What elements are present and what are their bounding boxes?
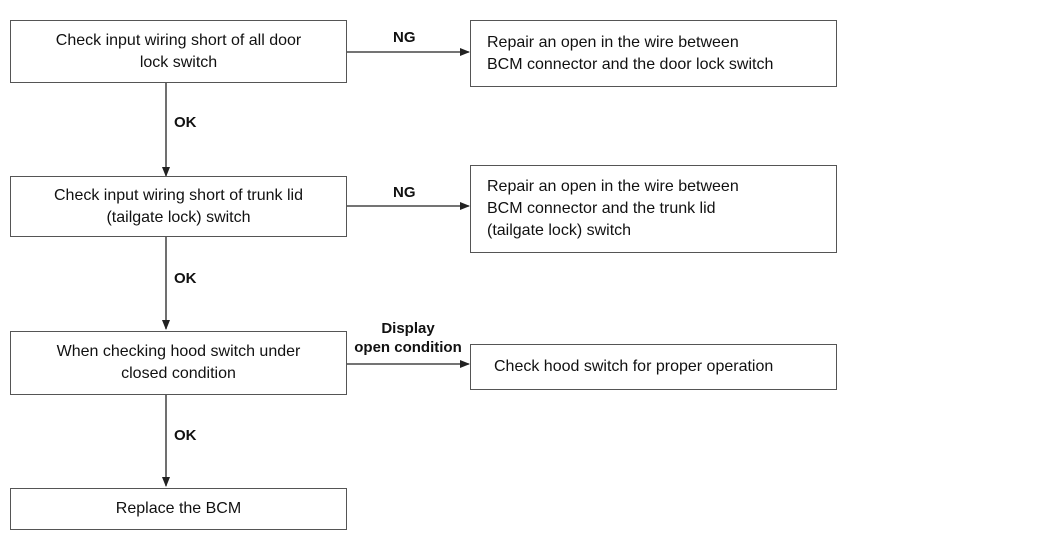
label-ok-3: OK [174,427,197,444]
action-2-line-3: (tailgate lock) switch [487,222,632,239]
step-3-line-2: closed condition [121,365,236,382]
step-box-door-lock: Check input wiring short of all door loc… [10,20,347,83]
action-1-line-1: Repair an open in the wire between [487,33,739,51]
action-3-line-1: Check hood switch for proper operation [494,358,774,375]
action-1-line-2: BCM connector and the door lock switch [487,55,774,73]
step-3-line-1: When checking hood switch under [56,343,301,360]
step-2-line-2: (tailgate lock) switch [106,208,251,226]
label-ng-2: NG [393,184,416,201]
label-open-condition: open condition [354,339,462,356]
action-2-line-2: BCM connector and the trunk lid [487,200,716,217]
step-1-line-1: Check input wiring short of all door [55,31,302,49]
label-ok-2: OK [174,270,197,287]
action-box-repair-door-lock: Repair an open in the wire between BCM c… [470,20,837,87]
step-box-hood-switch: When checking hood switch under closed c… [10,331,347,395]
step-box-trunk-lid: Check input wiring short of trunk lid (t… [10,176,347,237]
label-display: Display [381,320,435,337]
step-box-replace-bcm: Replace the BCM [10,488,347,530]
step-2-line-1: Check input wiring short of trunk lid [54,186,303,204]
action-box-repair-trunk-lid: Repair an open in the wire between BCM c… [470,165,837,253]
step-4-line-1: Replace the BCM [115,500,242,517]
label-ng-1: NG [393,29,416,46]
action-2-line-1: Repair an open in the wire between [487,178,739,195]
label-ok-1: OK [174,114,197,131]
step-1-line-2: lock switch [139,53,218,71]
action-box-check-hood-switch: Check hood switch for proper operation [470,344,837,390]
